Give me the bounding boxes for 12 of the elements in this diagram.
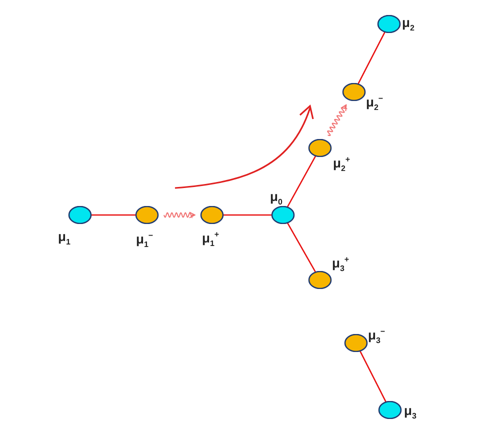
particle-label: μ$_{2}$: [402, 16, 414, 33]
connector-line: [91, 214, 136, 216]
particle-label: μ$_{1}$: [58, 230, 70, 247]
connector-line: [359, 350, 387, 402]
connector-line: [357, 32, 386, 84]
connector-line: [286, 156, 316, 208]
wavy-arrow: [164, 212, 196, 218]
particle-label: μ$_{3}$: [404, 404, 416, 421]
connector-line: [223, 214, 272, 216]
connector-line: [286, 222, 316, 273]
particle-label: μ$_{0}$: [270, 190, 282, 207]
wavy-arrow: [327, 104, 348, 136]
